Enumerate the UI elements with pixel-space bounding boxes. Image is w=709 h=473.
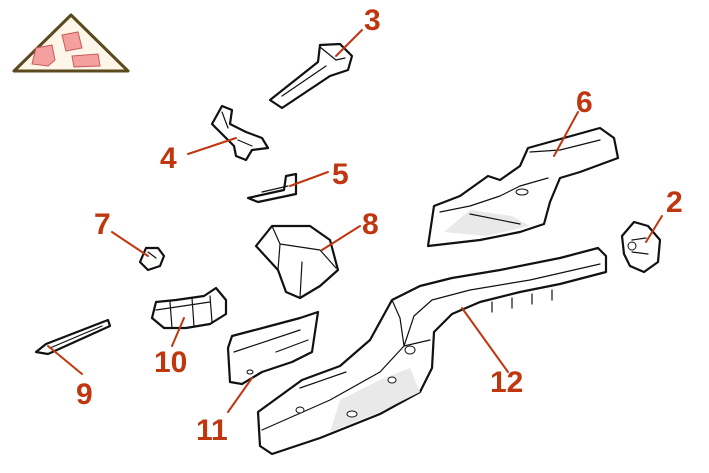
leader-2 [645, 215, 663, 243]
callout-11: 11 [196, 414, 228, 447]
callout-4: 4 [160, 142, 177, 175]
leader-8 [321, 225, 361, 251]
callout-7: 7 [94, 208, 111, 241]
leader-9 [47, 345, 83, 375]
part-11-curved-panel [226, 310, 320, 386]
leader-12 [461, 307, 509, 373]
part-7-clip [138, 246, 166, 272]
leader-10 [171, 317, 185, 347]
part-3-upper-bracket [268, 42, 354, 110]
callout-2: 2 [666, 186, 683, 219]
part-12-main-rail [256, 246, 608, 456]
callout-10: 10 [154, 346, 187, 379]
leader-lines [47, 29, 663, 413]
part-8-box-reinforcement [254, 224, 340, 300]
leader-6 [553, 111, 579, 157]
part-10-stepped-bracket [150, 286, 228, 330]
leader-4 [187, 137, 237, 155]
callout-5: 5 [332, 158, 349, 191]
part-4-small-bracket [210, 104, 270, 162]
part-6-inner-panel [426, 126, 620, 248]
leader-7 [111, 231, 149, 257]
leader-3 [335, 29, 363, 57]
callout-12: 12 [490, 366, 523, 399]
part-9-angled-strip [34, 318, 112, 356]
callout-9: 9 [76, 378, 93, 411]
callout-8: 8 [362, 208, 379, 241]
leader-5 [289, 171, 329, 187]
callout-3: 3 [364, 4, 381, 37]
vehicle-front-section-locator-icon [12, 13, 130, 73]
callout-6: 6 [576, 86, 593, 119]
callout-labels: 2 3 4 5 6 7 8 9 10 11 12 [76, 4, 683, 447]
part-5-strip-bracket [246, 172, 298, 204]
leader-11 [227, 377, 253, 413]
